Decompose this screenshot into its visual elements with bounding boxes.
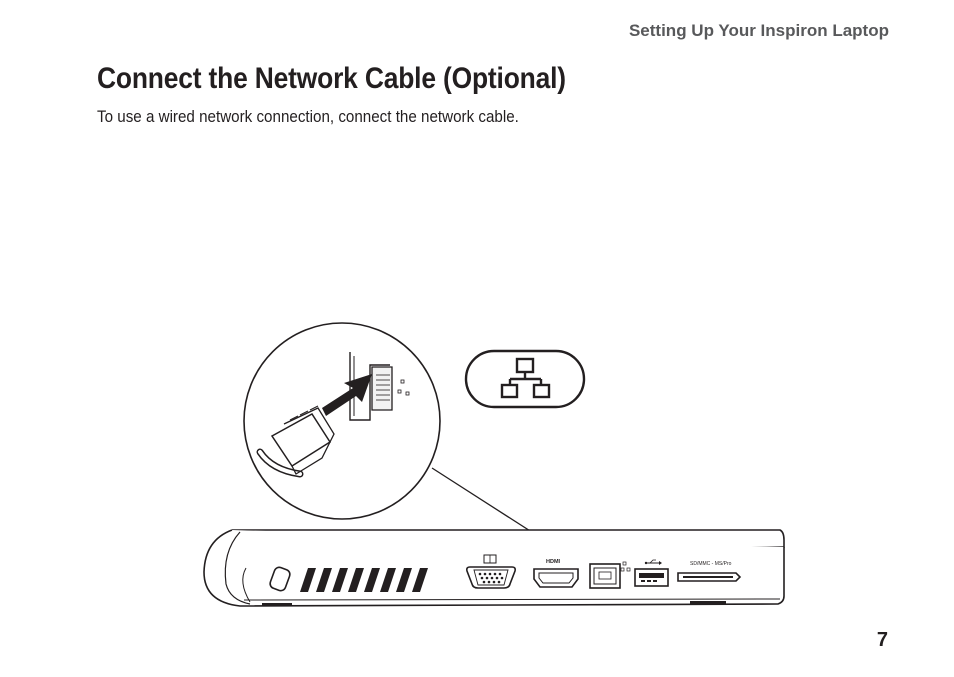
- usb-icon: [644, 559, 662, 565]
- laptop-side-view: HDMI SD/MMC -: [203, 529, 785, 607]
- hdmi-logo: HDMI: [546, 559, 561, 565]
- network-cable-plug: [256, 405, 335, 478]
- zoom-detail-circle: [243, 322, 441, 520]
- vga-icon: [483, 554, 497, 564]
- card-slot-label: SD/MMC - MS/Pro: [690, 561, 732, 567]
- insert-arrow-icon: [322, 374, 372, 416]
- running-header: Setting Up Your Inspiron Laptop: [628, 21, 889, 40]
- intro-text: To use a wired network connection, conne…: [97, 108, 519, 126]
- air-vents: [300, 568, 428, 592]
- usb-port: [634, 568, 669, 587]
- network-icon: [464, 349, 586, 409]
- hdmi-label: HDMI: [546, 559, 561, 565]
- security-slot-icon: [269, 566, 291, 592]
- page-number: 7: [876, 629, 888, 651]
- hdmi-port: [533, 568, 579, 588]
- vga-port: [466, 566, 516, 589]
- page-title: Connect the Network Cable (Optional): [97, 62, 566, 95]
- network-port: [589, 561, 631, 589]
- media-card-slot: [677, 572, 742, 582]
